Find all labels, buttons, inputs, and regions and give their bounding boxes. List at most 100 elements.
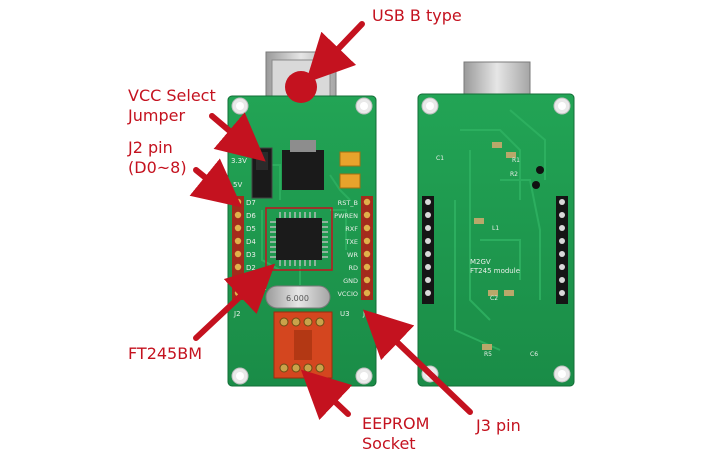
back-traces: [454, 109, 546, 351]
j2-pin-label: D6: [246, 212, 256, 220]
j3-pin-label: GND: [343, 277, 358, 285]
back-right-pins: [559, 199, 565, 296]
j3-pin-holes: [363, 198, 371, 297]
back-right-pin: [559, 199, 565, 205]
j2-pin-hole: [234, 211, 242, 219]
socket-hole: [315, 363, 325, 373]
j2-pin-label: D2: [246, 264, 256, 272]
back-left-header: [422, 196, 434, 304]
back-left-pin: [425, 199, 431, 205]
back-silk-r5: R5: [484, 351, 492, 358]
back-silk-r1: R1: [512, 157, 520, 164]
silk-j3: J3: [362, 310, 370, 318]
crystal: 6.000: [265, 285, 331, 309]
j3-arrow: [362, 309, 473, 415]
j2-pin-label: D3: [246, 251, 256, 259]
back-module-line1: M2GV: [470, 258, 491, 266]
back-right-pin: [559, 264, 565, 270]
silk-j2: J2: [233, 310, 241, 318]
back-right-header: [556, 196, 568, 304]
tantalum-cap-2: [339, 173, 361, 189]
callout-j2-line2: (D0~8): [128, 158, 187, 177]
silk-u3: U3: [340, 310, 350, 318]
eeprom-socket: [273, 311, 333, 379]
callout-j3-pin: J3 pin: [476, 416, 521, 435]
j2-pin-label: D5: [246, 225, 256, 233]
back-right-pin: [559, 277, 565, 283]
back-board: M2GV FT245 module R1 R2 C1 C2 R5 L1 C6: [417, 61, 575, 387]
back-right-pin: [559, 251, 565, 257]
ft245-arrow: [193, 263, 276, 341]
j3-pin-hole: [363, 211, 371, 219]
back-module-line2: FT245 module: [470, 267, 520, 275]
j3-pin-labels: RST_B PWREN RXF TXE WR RD GND VCCIO: [334, 199, 358, 298]
voltage-regulator: [282, 140, 324, 190]
front-mounting-holes: [231, 97, 373, 385]
j3-pin-hole: [363, 263, 371, 271]
j2-pin-label: D7: [246, 199, 256, 207]
j2-pin-label: D4: [246, 238, 256, 246]
socket-hole: [303, 317, 313, 327]
j2-header: [232, 196, 244, 300]
back-silk-r2: R2: [510, 171, 518, 178]
socket-hole: [315, 317, 325, 327]
j3-header: [361, 196, 373, 300]
callout-usb-b-type: USB B type: [372, 6, 462, 25]
vcc-arrow: [209, 112, 266, 162]
back-left-pin: [425, 225, 431, 231]
socket-hole: [279, 363, 289, 373]
callout-j2-line1: J2 pin: [128, 138, 173, 157]
j3-pin-label: PWREN: [334, 212, 358, 220]
back-right-pin: [559, 238, 565, 244]
back-left-pins: [425, 199, 431, 296]
callout-arrows: [189, 21, 473, 421]
j2-pin-hole: [234, 198, 242, 206]
j3-pin-hole: [363, 198, 371, 206]
back-silk-l1: L1: [492, 225, 499, 232]
j3-pin-hole: [363, 250, 371, 258]
j2-pin-hole: [234, 263, 242, 271]
j2-pin-hole: [234, 224, 242, 232]
j3-pin-label: RD: [348, 264, 358, 272]
j3-pin-hole: [363, 237, 371, 245]
j3-pin-label: VCCIO: [337, 290, 358, 298]
j3-pin-label: WR: [347, 251, 358, 259]
j3-pin-hole: [363, 276, 371, 284]
socket-hole: [303, 363, 313, 373]
j3-pin-label: RST_B: [338, 199, 358, 207]
back-silk-c2: C2: [490, 295, 498, 302]
usb-arrow: [305, 21, 365, 84]
silk-5v: 5V: [233, 181, 242, 189]
j2-pin-hole: [234, 237, 242, 245]
callout-vcc-select-line2: Jumper: [128, 106, 186, 125]
back-smd-parts: [474, 142, 516, 350]
tantalum-cap-1: [339, 151, 361, 167]
back-left-pin: [425, 277, 431, 283]
j2-pin-hole: [234, 276, 242, 284]
back-right-pin: [559, 212, 565, 218]
back-left-pin: [425, 264, 431, 270]
callout-eeprom-line2: Socket: [362, 434, 416, 453]
j3-pin-label: RXF: [345, 225, 358, 233]
back-left-pin: [425, 238, 431, 244]
back-right-pin: [559, 290, 565, 296]
silk-3v3: 3.3V: [231, 157, 247, 165]
j2-pin-hole: [234, 250, 242, 258]
usb-highlight-dot: [285, 71, 317, 103]
back-via-2: [532, 181, 540, 189]
j3-pin-hole: [363, 289, 371, 297]
vcc-select-jumper: [251, 147, 273, 199]
back-left-pin: [425, 290, 431, 296]
ft245bm-chip: [265, 207, 333, 271]
socket-hole: [279, 317, 289, 327]
callout-vcc-select-line1: VCC Select: [128, 86, 216, 105]
callout-ft245bm: FT245BM: [128, 344, 203, 363]
back-left-pin: [425, 251, 431, 257]
j2-arrow: [189, 158, 242, 208]
silk-y1: Y1: [257, 284, 267, 292]
j3-pin-label: TXE: [344, 238, 358, 246]
back-right-pin: [559, 225, 565, 231]
back-via-1: [536, 166, 544, 174]
